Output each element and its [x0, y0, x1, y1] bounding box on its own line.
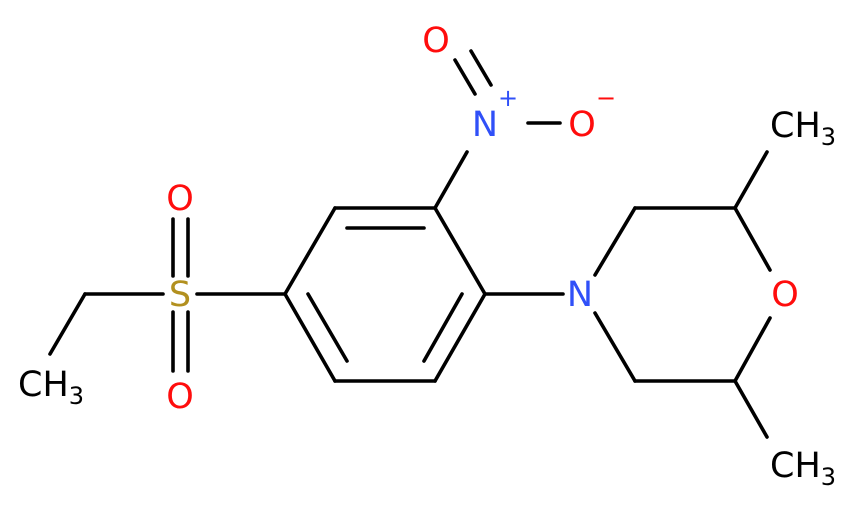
benzene-ring: [283, 206, 487, 383]
atom-n-nitro: N: [472, 105, 498, 145]
atom-n-morpholine: N: [567, 275, 593, 315]
bond-ring-c3-c4-inner: [422, 292, 464, 363]
bond-ch2-bottom-n: [593, 311, 637, 383]
group-ch3-bottom: CH3: [770, 446, 836, 491]
bond-ch-top-ch3: [733, 150, 769, 210]
bond-ring-c3-c4: [433, 292, 487, 383]
bond-ring-c5-c6: [283, 292, 337, 383]
charge-minus-nitro: −: [596, 84, 616, 112]
group-ch3-top: CH3: [770, 106, 836, 151]
atom-o-sulfonyl-top: O: [166, 179, 194, 219]
ethylsulfonyl-group: S O O CH3: [18, 179, 287, 417]
ch3-top-main: CH: [770, 106, 821, 146]
bond-nitro-n-o-double-a: [453, 58, 477, 96]
atom-s: S: [169, 275, 191, 315]
bond-ring-nitro-n: [433, 150, 469, 210]
atom-o-morpholine: O: [771, 275, 799, 315]
ch3-ethyl-subscript: 3: [69, 382, 84, 410]
atom-o-sulfonyl-bottom: O: [166, 377, 194, 417]
ch3-bottom-subscript: 3: [821, 463, 836, 491]
bond-ch-top-o: [733, 206, 772, 272]
nitro-group: O N + O −: [422, 21, 616, 210]
bond-ch-bottom-ch3: [733, 379, 769, 439]
atom-o-nitro-top: O: [422, 21, 450, 61]
charge-plus-nitro: +: [498, 84, 518, 112]
bond-ring-c5-c6-inner: [306, 292, 349, 363]
bond-ring-c2-c3: [433, 206, 487, 296]
bond-nitro-n-o-double-b: [469, 49, 493, 87]
atom-o-nitro-minus: O: [568, 105, 596, 145]
ch3-ethyl-main: CH: [18, 365, 69, 405]
bond-n-ch2-top: [593, 206, 637, 277]
bond-o-ch-bottom: [733, 316, 772, 383]
bond-ring-c6-c1: [283, 206, 337, 296]
ch3-top-subscript: 3: [821, 123, 836, 151]
group-ch3-ethyl: CH3: [18, 365, 84, 410]
bond-ch2-ch3: [48, 292, 87, 356]
ch3-bottom-main: CH: [770, 446, 821, 486]
dimethylmorpholine-ring: N O CH3 CH3: [483, 106, 836, 491]
